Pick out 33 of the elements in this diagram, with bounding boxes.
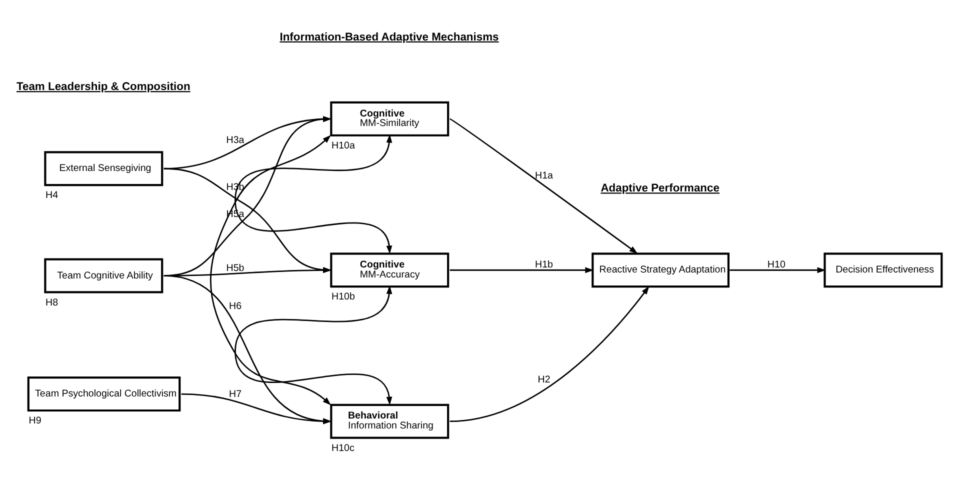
arrow bbox=[234, 134, 392, 254]
node-label: H10b bbox=[332, 291, 355, 302]
node-label: H9 bbox=[28, 415, 42, 426]
arrow bbox=[450, 286, 650, 422]
node-label: H10c bbox=[332, 442, 354, 454]
arrow bbox=[450, 266, 594, 273]
edge-label: H10 bbox=[767, 258, 786, 270]
node-box: Behavioral Information Sharing bbox=[330, 403, 450, 438]
node-box: Decision Effectiveness bbox=[824, 252, 943, 288]
node-box: Cognitive MM-Similarity bbox=[330, 100, 450, 136]
edge-label: H5b bbox=[226, 262, 244, 274]
edge-label: H3a bbox=[226, 134, 244, 146]
arrow bbox=[164, 274, 332, 424]
edge-label: H6 bbox=[229, 300, 242, 312]
node-box: Team Cognitive Ability bbox=[44, 258, 164, 293]
edge-label: H2 bbox=[538, 374, 550, 385]
node-box: Team Psychological Collectivism bbox=[27, 376, 181, 412]
edge-label: H1b bbox=[535, 258, 553, 270]
arrow bbox=[450, 118, 638, 254]
edge-label: H7 bbox=[229, 388, 242, 400]
node-box: Cognitive MM-Accuracy bbox=[330, 252, 450, 288]
arrow bbox=[181, 392, 332, 424]
node-label: H10a bbox=[332, 140, 355, 151]
arrow bbox=[730, 266, 826, 273]
node-box: Reactive Strategy Adaptation bbox=[592, 252, 730, 288]
arrow bbox=[234, 285, 392, 405]
label: Adaptive Performance bbox=[600, 182, 720, 194]
node-box: External Sensegiving bbox=[44, 150, 164, 186]
edge-label: H1a bbox=[535, 170, 553, 182]
node-label: H4 bbox=[46, 190, 58, 201]
node-label: H8 bbox=[46, 296, 58, 308]
label: Information-Based Adaptive Mechanisms bbox=[280, 30, 499, 43]
label: Team Leadership & Composition bbox=[16, 80, 190, 93]
